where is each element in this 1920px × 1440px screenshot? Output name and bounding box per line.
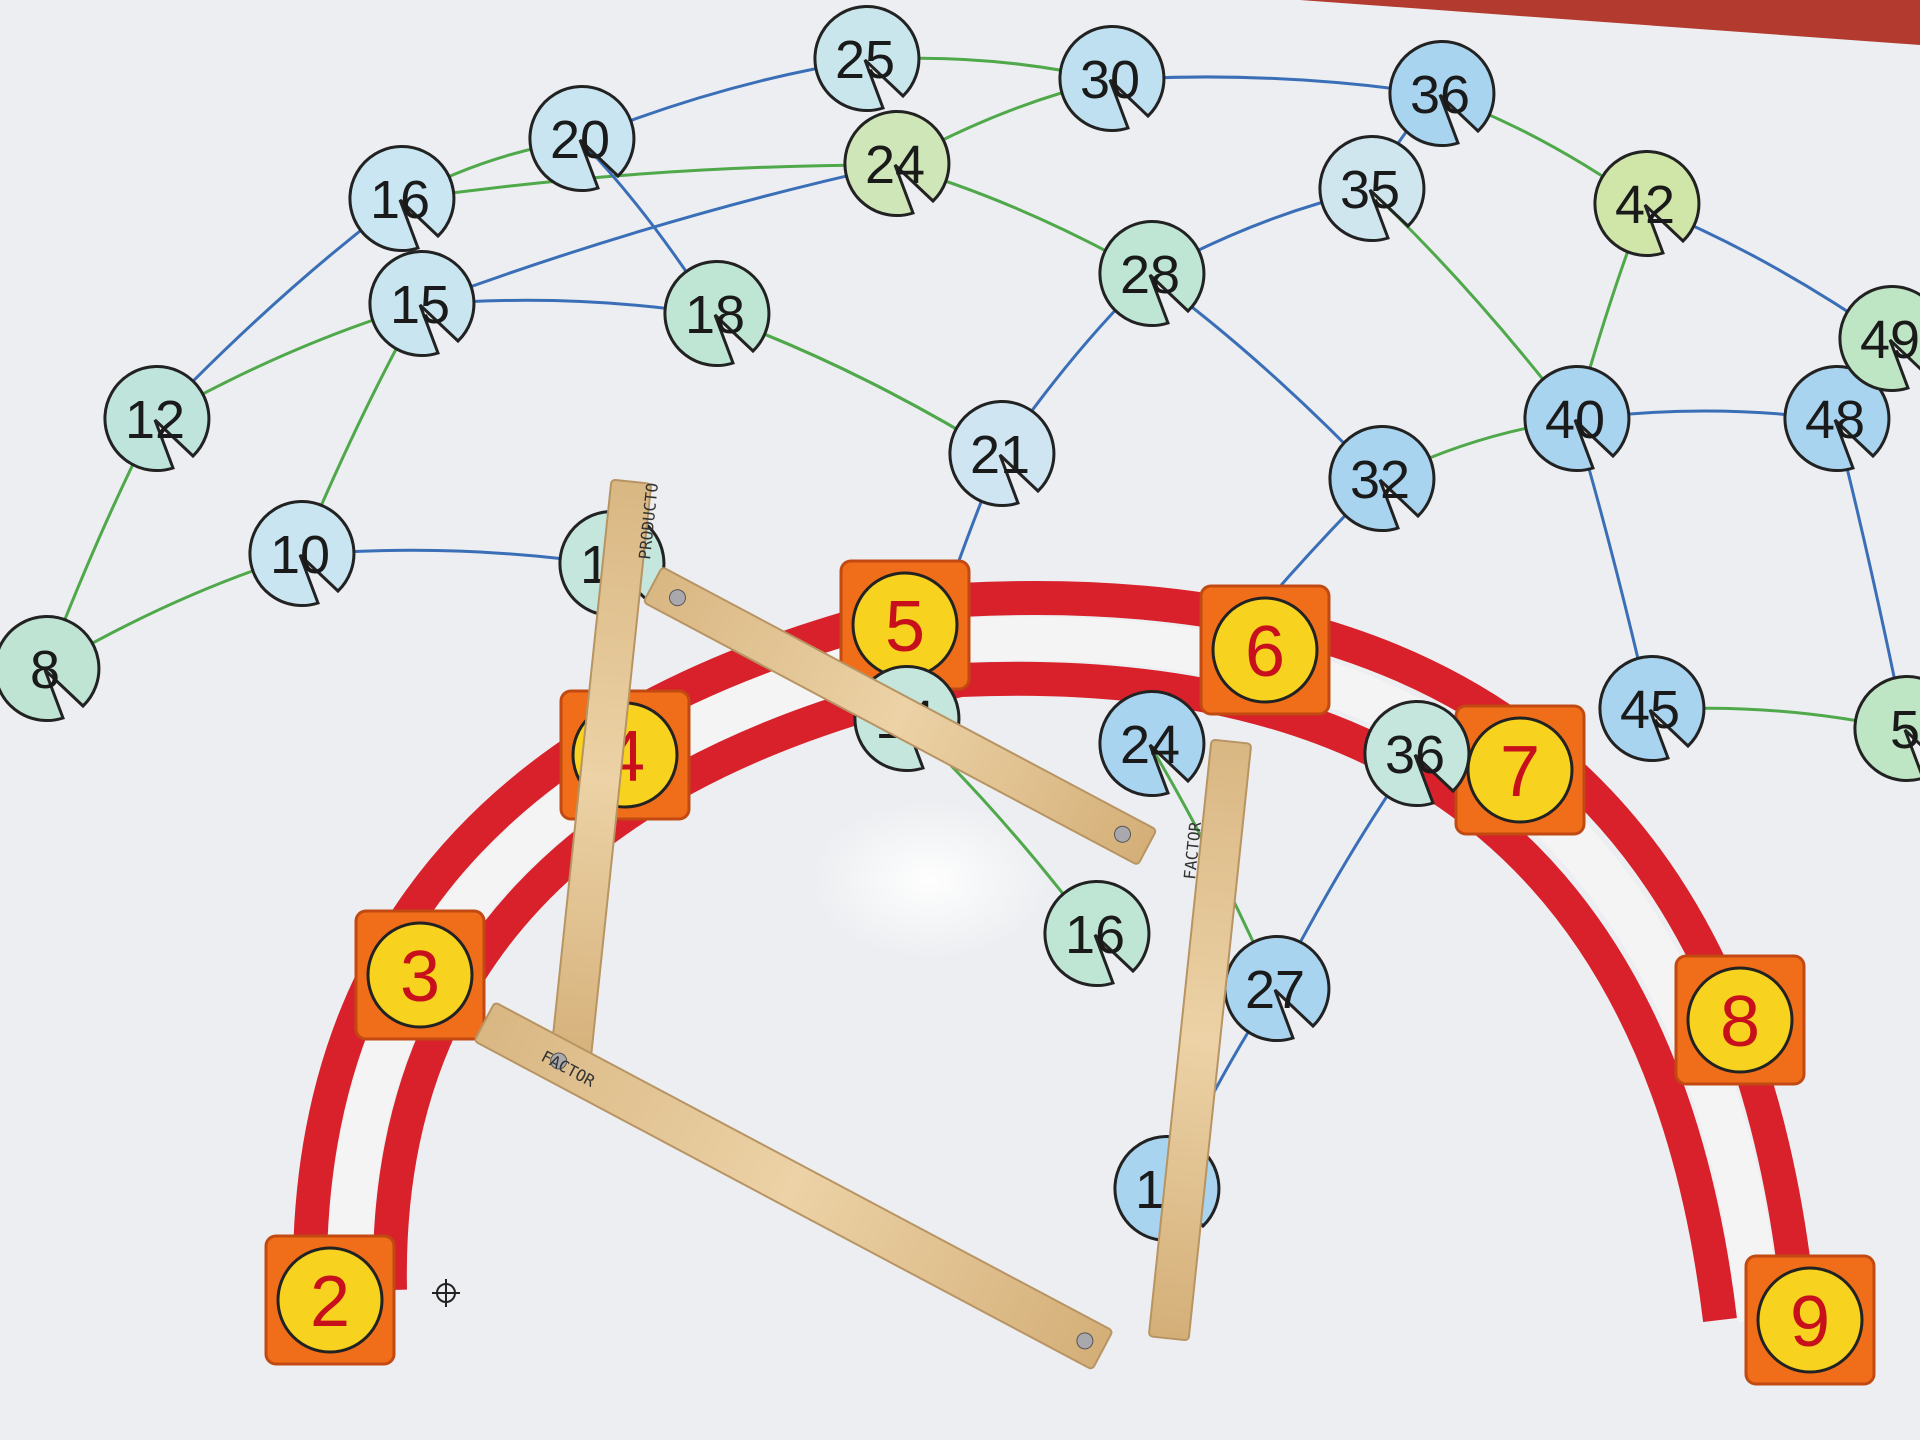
product-disc[interactable]: 16 <box>1045 882 1149 986</box>
product-number: 15 <box>390 275 450 335</box>
product-disc[interactable]: 28 <box>1100 222 1204 326</box>
product-number: 8 <box>30 640 60 700</box>
product-disc[interactable]: 21 <box>950 402 1054 506</box>
product-disc[interactable]: 12 <box>105 367 209 471</box>
product-number: 40 <box>1545 390 1605 450</box>
factor-number: 8 <box>1720 982 1760 1062</box>
product-disc[interactable]: 27 <box>1225 937 1329 1041</box>
product-disc[interactable]: 40 <box>1525 367 1629 471</box>
product-disc[interactable]: 20 <box>530 87 634 191</box>
factor-number: 3 <box>400 937 440 1017</box>
product-number: 32 <box>1350 450 1410 510</box>
product-number: 24 <box>865 135 925 195</box>
factor-number: 9 <box>1790 1282 1830 1362</box>
product-disc[interactable]: 25 <box>815 7 919 111</box>
product-number: 45 <box>1620 680 1680 740</box>
product-number: 24 <box>1120 715 1180 775</box>
product-disc[interactable]: 16 <box>350 147 454 251</box>
product-disc[interactable]: 24 <box>845 112 949 216</box>
product-number: 49 <box>1860 310 1920 370</box>
product-disc[interactable]: 32 <box>1330 427 1434 531</box>
product-disc[interactable]: 18 <box>665 262 769 366</box>
product-number: 35 <box>1340 160 1400 220</box>
factor-tile[interactable]: 3 <box>356 911 484 1039</box>
product-disc[interactable]: 10 <box>250 502 354 606</box>
factor-number: 7 <box>1500 732 1540 812</box>
product-number: 48 <box>1805 390 1865 450</box>
product-number: 16 <box>1065 905 1125 965</box>
product-disc[interactable]: 8 <box>0 617 99 721</box>
factor-number: 2 <box>310 1262 350 1342</box>
product-number: 12 <box>125 390 185 450</box>
product-number: 20 <box>550 110 610 170</box>
product-number: 30 <box>1080 50 1140 110</box>
product-number: 18 <box>685 285 745 345</box>
factor-number: 6 <box>1245 612 1285 692</box>
factor-tile[interactable]: 7 <box>1456 706 1584 834</box>
light-reflection <box>810 800 1050 960</box>
product-disc[interactable]: 36 <box>1390 42 1494 146</box>
product-disc[interactable]: 24 <box>1100 692 1204 796</box>
product-number: 36 <box>1410 65 1470 125</box>
factor-tile[interactable]: 6 <box>1201 586 1329 714</box>
product-disc[interactable]: 15 <box>370 252 474 356</box>
product-disc[interactable]: 45 <box>1600 657 1704 761</box>
product-number: 5 <box>1890 700 1920 760</box>
product-disc[interactable]: 42 <box>1595 152 1699 256</box>
factor-number: 5 <box>885 587 925 667</box>
product-number: 16 <box>370 170 430 230</box>
product-disc[interactable]: 35 <box>1320 137 1424 241</box>
product-number: 10 <box>270 525 330 585</box>
product-number: 21 <box>970 425 1030 485</box>
product-disc[interactable]: 30 <box>1060 27 1164 131</box>
product-number: 27 <box>1245 960 1305 1020</box>
factor-tile[interactable]: 2 <box>266 1236 394 1364</box>
product-number: 25 <box>835 30 895 90</box>
factor-tile[interactable]: 8 <box>1676 956 1804 1084</box>
factor-tile[interactable]: 9 <box>1746 1256 1874 1384</box>
product-number: 42 <box>1615 175 1675 235</box>
product-number: 36 <box>1385 725 1445 785</box>
product-number: 28 <box>1120 245 1180 305</box>
product-disc[interactable]: 36 <box>1365 702 1469 806</box>
